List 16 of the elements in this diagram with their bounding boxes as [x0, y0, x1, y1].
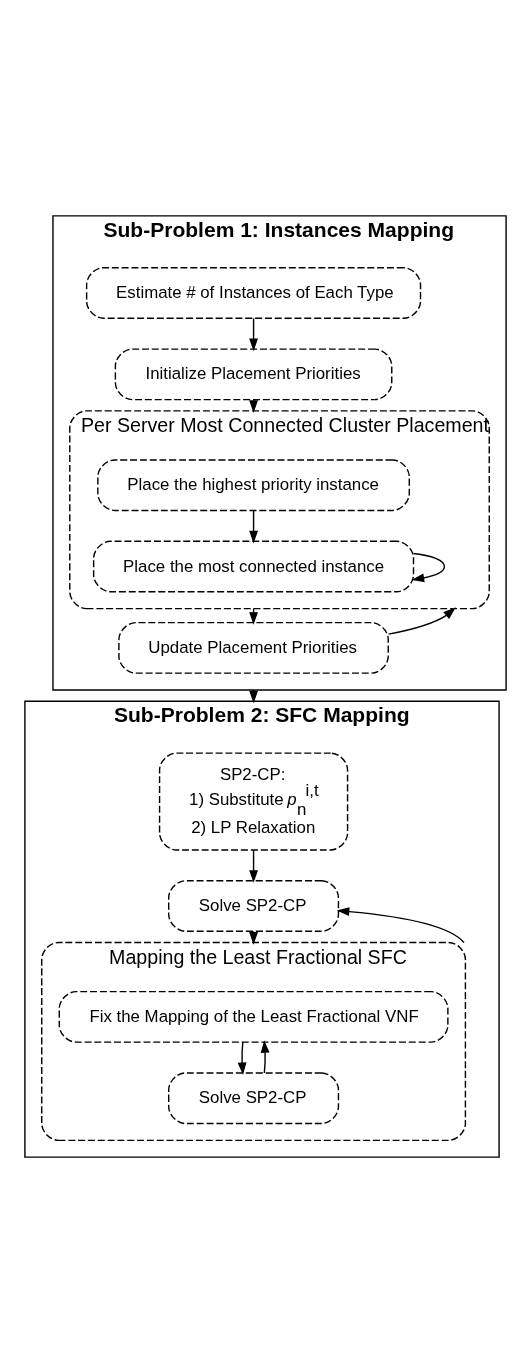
arrow: [249, 930, 258, 945]
node-box: Estimate # of Instances of Each Type: [85, 266, 422, 319]
arrow: [249, 688, 258, 703]
arrow: [249, 509, 258, 543]
arrow: [249, 317, 258, 351]
arrow: [237, 1041, 247, 1075]
node-box: Fix the Mapping of the Least Fractional VNF: [58, 990, 449, 1043]
arrow: [249, 849, 258, 883]
node-box: Place the highest priority instance: [97, 458, 410, 511]
node-box: Solve SP2-CP: [168, 1071, 340, 1124]
arrow: [387, 606, 456, 635]
node-box: Place the most connected instance: [92, 540, 415, 592]
arrow: [260, 1039, 270, 1074]
node-box: Update Placement Priorities: [118, 621, 389, 674]
arrow: [411, 552, 446, 582]
arrow: [336, 906, 465, 943]
